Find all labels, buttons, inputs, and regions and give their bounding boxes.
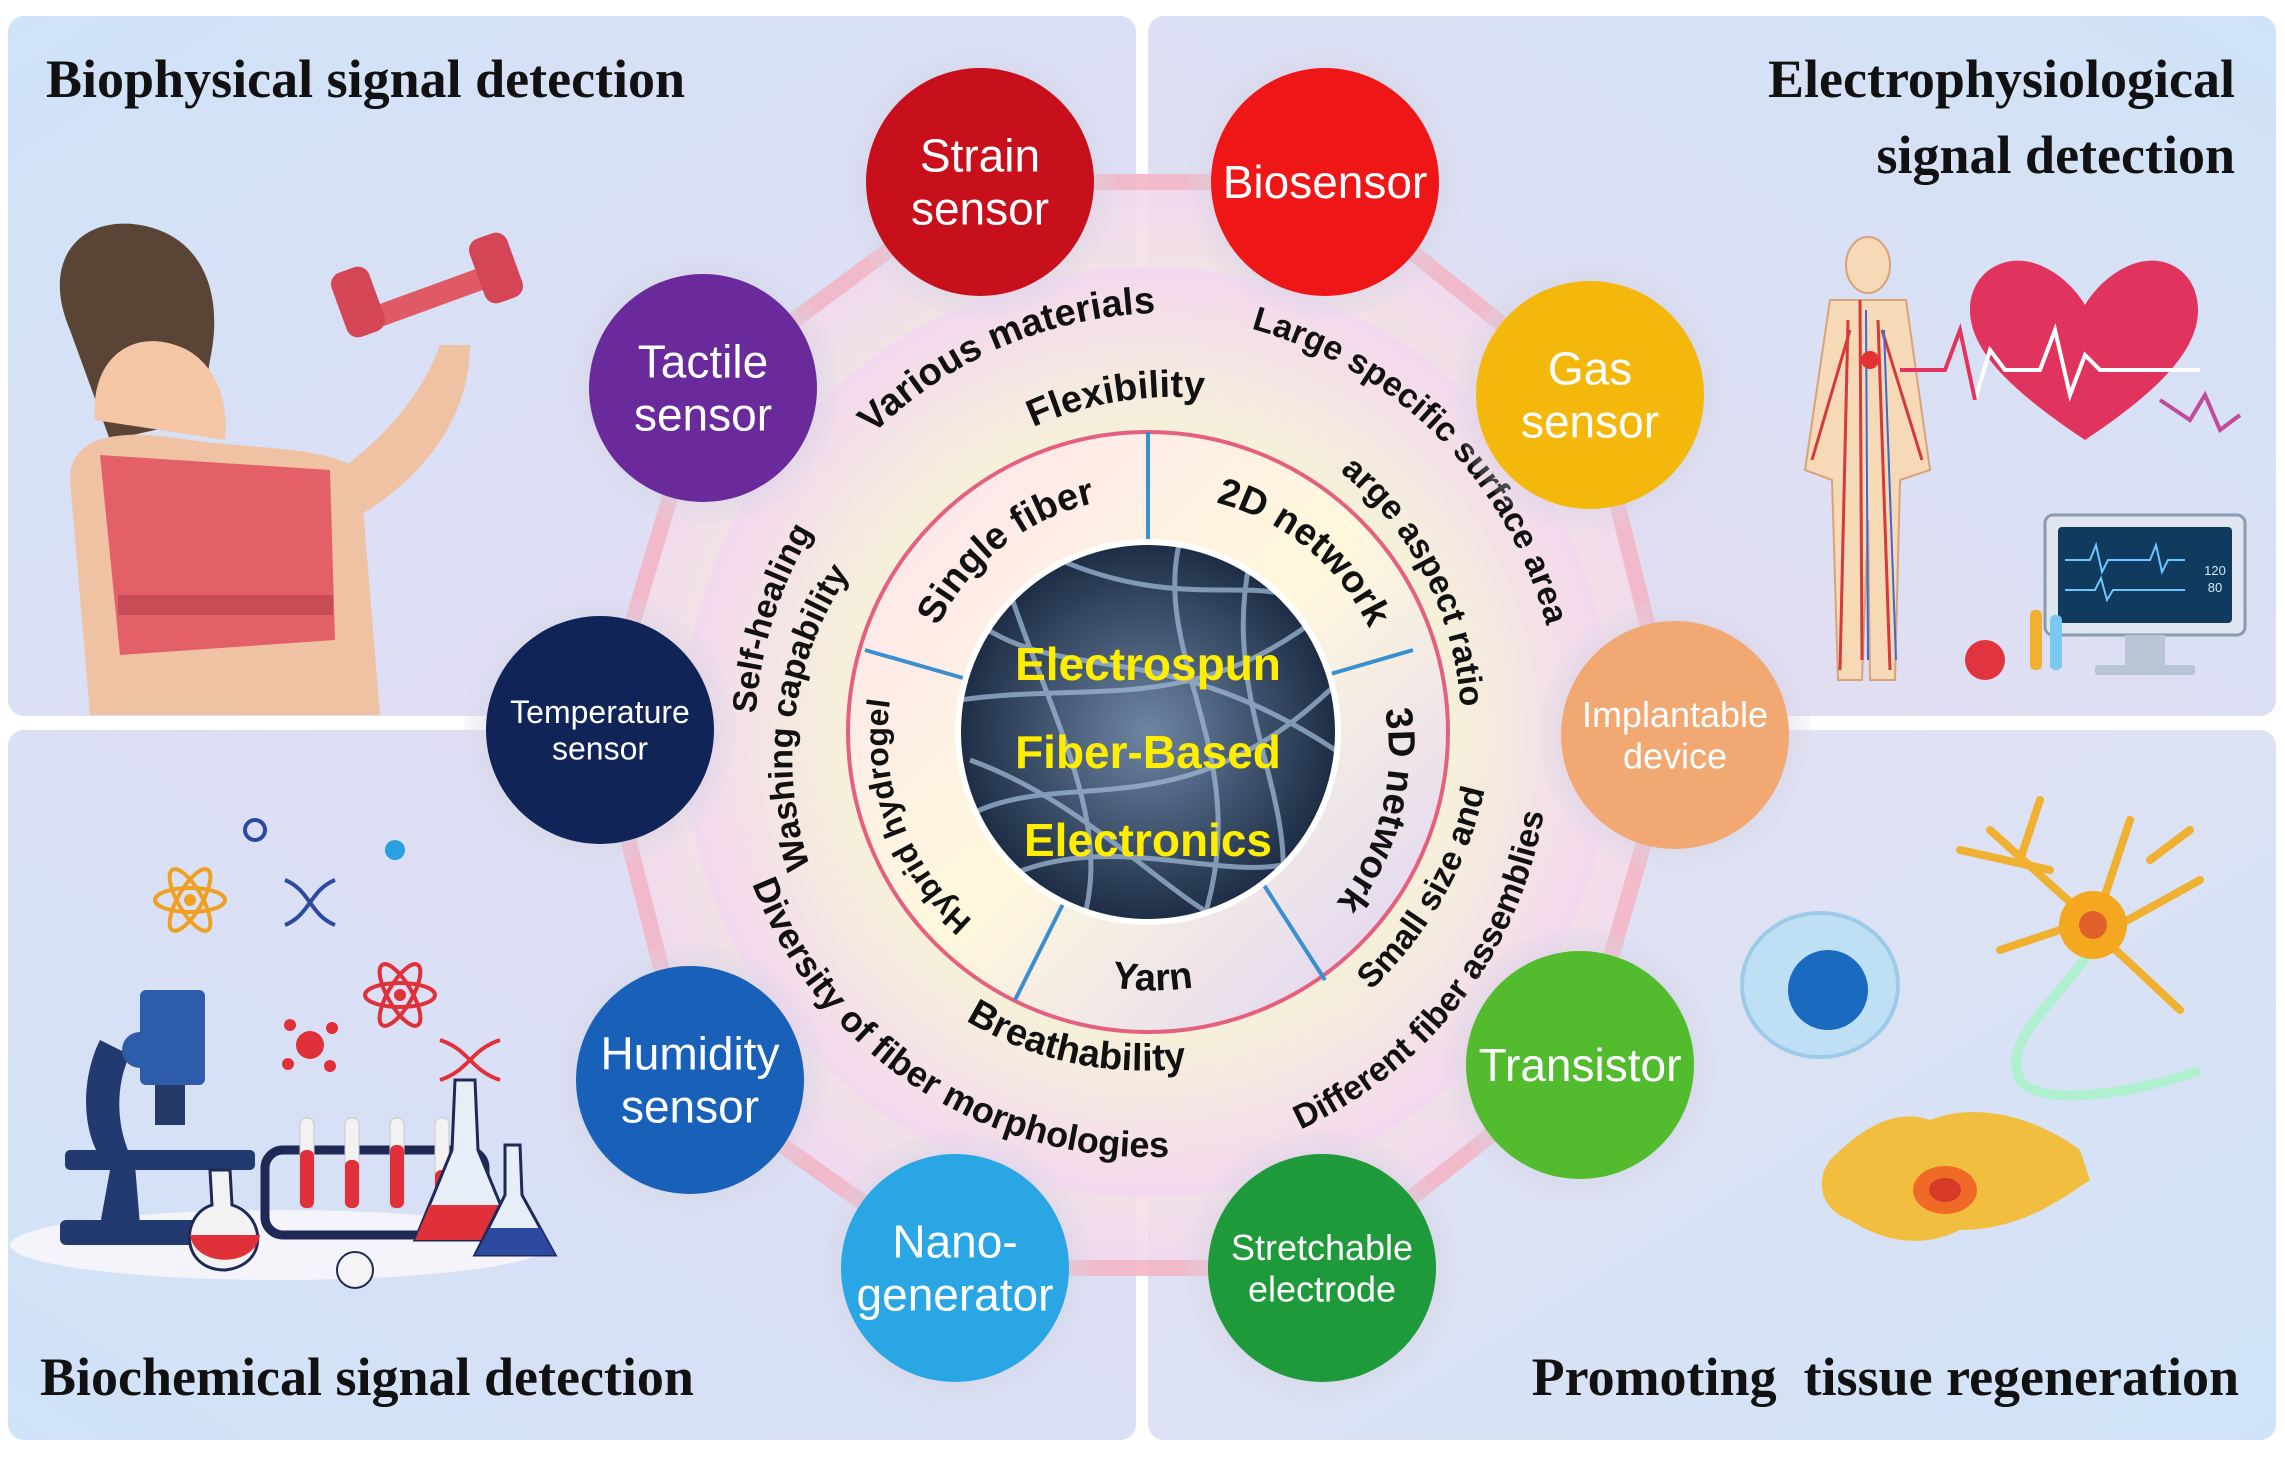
device-disc: [589, 274, 817, 502]
vital-monitor-illustration: 120 80: [1965, 513, 2247, 680]
device-disc: [1208, 1154, 1436, 1382]
device-label-humidity-line2: sensor: [621, 1081, 759, 1133]
device-disc: [576, 966, 804, 1194]
structure-ring-spokes: [864, 432, 1414, 1001]
device-label-temperature-line2: sensor: [552, 731, 648, 767]
woman-exercise-illustration: [59, 223, 524, 715]
center-title-line1: Electrospun: [1015, 638, 1281, 690]
device-label-temperature-line1: Temperature: [510, 694, 690, 730]
label-yarn: Yarn: [1110, 955, 1194, 1000]
title-tissue-regeneration: Promoting tissue regeneration: [1531, 1347, 2239, 1407]
device-label-nanogen-line2: generator: [857, 1269, 1054, 1321]
neuron-illustration: [1956, 796, 2204, 1101]
monitor-readout-bottom: 80: [2208, 580, 2222, 595]
device-label-transistor-line1: Transistor: [1479, 1039, 1682, 1091]
device-label-implantable-line1: Implantable: [1582, 694, 1768, 735]
device-disc: [866, 68, 1094, 296]
device-label-humidity-line1: Humidity: [601, 1028, 780, 1080]
device-label-stretchable-line2: electrode: [1248, 1268, 1396, 1309]
device-disc: [1211, 68, 1439, 296]
device-label-strain-line1: Strain: [920, 130, 1040, 182]
device-transistor: Transistor: [1444, 929, 1716, 1201]
microscope-illustration: [10, 990, 550, 1280]
molecule-icon: [243, 818, 405, 1072]
dna-icon: [284, 878, 501, 1082]
device-disc: [841, 1154, 1069, 1382]
circulatory-system-illustration: [1803, 236, 1932, 681]
device-label-gas-line2: sensor: [1521, 396, 1659, 448]
device-bubbles: StrainsensorBiosensorGassensorImplantabl…: [464, 46, 1811, 1404]
device-label-nanogen-line1: Nano-: [892, 1216, 1017, 1268]
dumbbell-icon: [330, 232, 524, 338]
electrospun-fiber-core: Electrospun Fiber-Based Electronics: [955, 539, 1341, 925]
cell-illustration: [1740, 911, 1900, 1059]
device-disc: [1476, 281, 1704, 509]
title-biochemical: Biochemical signal detection: [40, 1347, 694, 1407]
device-label-biosensor-line1: Biosensor: [1223, 156, 1428, 208]
device-disc: [486, 616, 714, 844]
device-label-implantable-line2: device: [1623, 735, 1727, 776]
device-label-tactile-line1: Tactile: [638, 336, 768, 388]
title-electrophysiological-line1: Electrophysiological: [1768, 49, 2235, 109]
heartbeat-icon: [1900, 260, 2242, 440]
device-label-stretchable-line1: Stretchable: [1231, 1227, 1413, 1268]
device-label-gas-line1: Gas: [1548, 343, 1632, 395]
center-title-line3: Electronics: [1024, 814, 1272, 866]
device-label-strain-line2: sensor: [911, 183, 1049, 235]
monitor-readout-top: 120: [2204, 563, 2226, 578]
fibroblast-illustration: [1821, 1111, 2090, 1241]
flasks-illustration: [188, 1078, 558, 1289]
device-nanogen: Nano-generator: [819, 1132, 1091, 1404]
device-disc: [1561, 621, 1789, 849]
device-disc: [1466, 951, 1694, 1179]
center-title-line2: Fiber-Based: [1015, 726, 1281, 778]
atom-icon: [153, 867, 227, 933]
atom-icon-red: [363, 962, 437, 1028]
device-label-tactile-line2: sensor: [634, 389, 772, 441]
title-biophysical: Biophysical signal detection: [46, 49, 686, 109]
title-electrophysiological-line2: signal detection: [1876, 125, 2236, 185]
device-biosensor: Biosensor: [1189, 46, 1461, 318]
